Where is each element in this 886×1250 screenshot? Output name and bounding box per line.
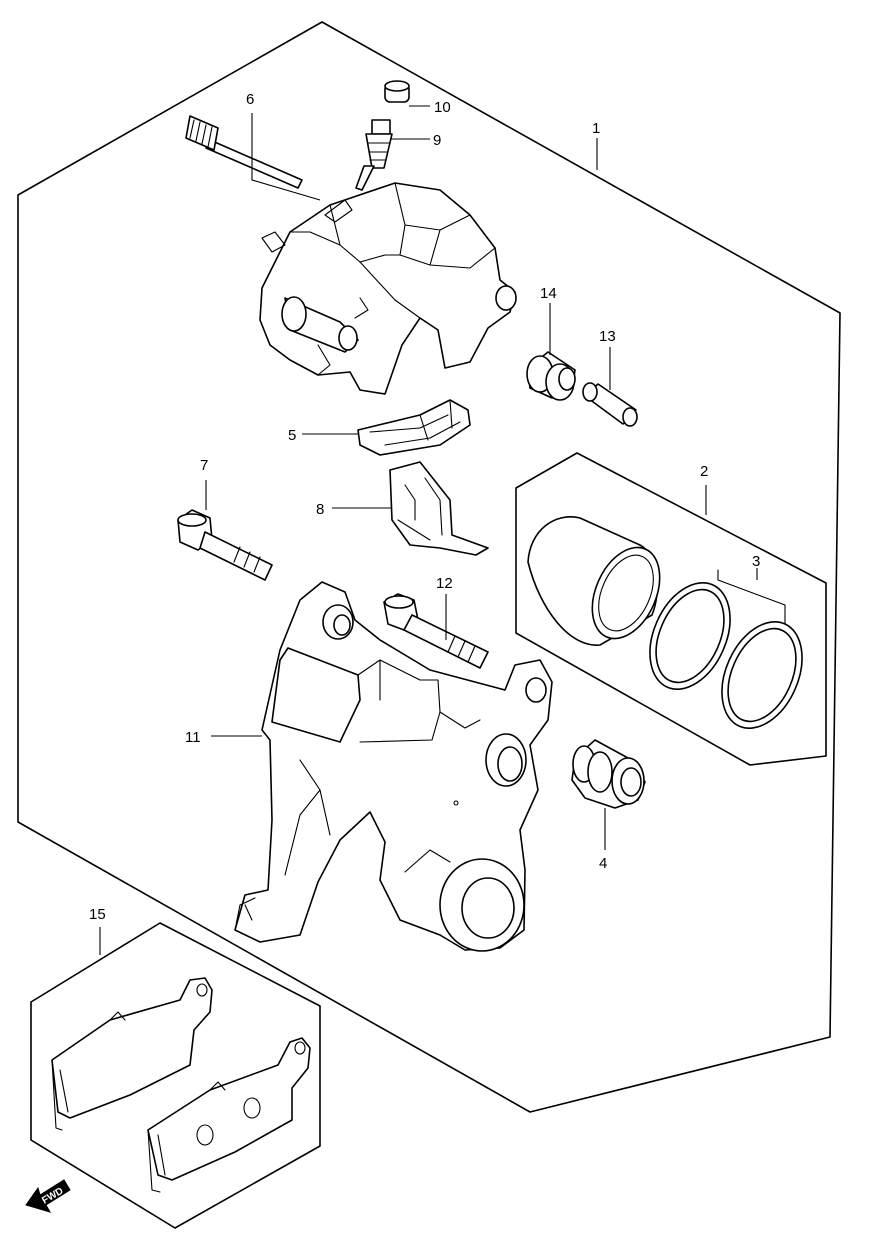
callout-11: 11 (185, 729, 201, 746)
piston-seal-2 (721, 620, 803, 730)
brake-pad-left (51, 977, 213, 1131)
slide-pin (582, 382, 638, 427)
callout-13: 13 (599, 328, 616, 345)
brake-pad-right (147, 1037, 311, 1193)
leader-lines (99, 105, 758, 955)
slide-pin-boot (526, 351, 576, 401)
callout-10: 10 (434, 99, 451, 116)
mounting-bolt (177, 509, 273, 581)
pad-pin (185, 115, 303, 189)
callout-15: 15 (89, 906, 106, 923)
caliper-bracket (234, 581, 553, 952)
bracket-bolt (383, 593, 489, 669)
caliper-body (259, 182, 517, 395)
callout-14: 14 (540, 285, 557, 302)
callout-3: 3 (752, 553, 760, 570)
callout-4: 4 (599, 855, 607, 872)
caliper-piston (527, 516, 661, 646)
brake-pad-outline (30, 922, 321, 1229)
pad-retainer (389, 461, 489, 556)
piston-kit-outline (515, 452, 827, 766)
callout-12: 12 (436, 575, 453, 592)
callout-2: 2 (700, 463, 708, 480)
caliper-assembly-outline (17, 21, 841, 1113)
callout-6: 6 (246, 91, 254, 108)
seal-bracket (717, 569, 786, 631)
bracket-boot (571, 739, 646, 809)
fwd-arrow-icon: FWD (25, 1179, 71, 1213)
pad-spring (357, 399, 471, 456)
fwd-label: FWD (40, 1186, 65, 1207)
callout-8: 8 (316, 501, 324, 518)
callout-7: 7 (200, 457, 208, 474)
callout-5: 5 (288, 427, 296, 444)
callout-9: 9 (433, 132, 441, 149)
bleeder-screw (355, 119, 393, 191)
callout-1: 1 (592, 120, 600, 137)
bleeder-cap (384, 80, 410, 103)
callout-labels: 1 2 3 4 5 6 7 8 9 10 11 12 13 14 15 (89, 91, 760, 923)
piston-seal-1 (649, 581, 731, 691)
